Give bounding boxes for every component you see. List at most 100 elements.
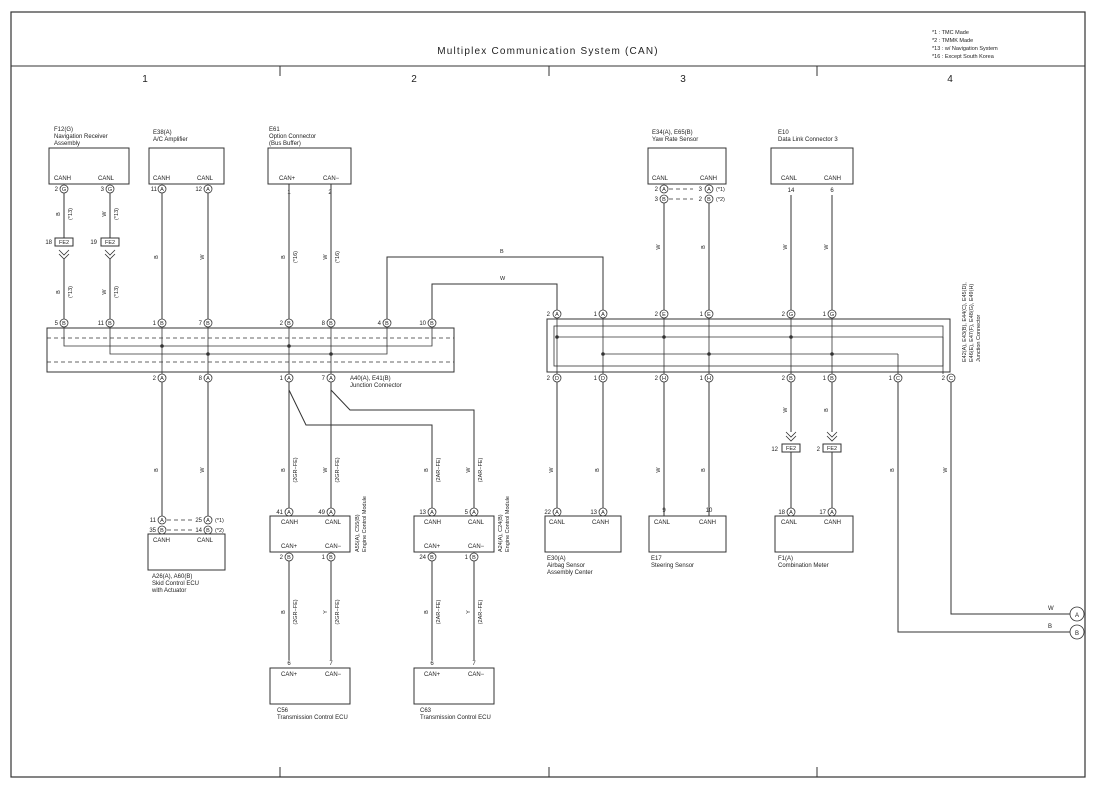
svg-text:CANH: CANH <box>824 176 841 182</box>
svg-text:A: A <box>555 510 559 516</box>
svg-text:1: 1 <box>700 312 704 318</box>
svg-text:A: A <box>789 510 793 516</box>
svg-text:2: 2 <box>782 312 786 318</box>
svg-text:A26(A), A60(B): A26(A), A60(B) <box>152 574 192 580</box>
svg-text:8: 8 <box>322 321 326 327</box>
svg-text:B: B <box>108 321 112 327</box>
svg-text:CANL: CANL <box>652 176 669 182</box>
svg-text:A: A <box>160 518 164 524</box>
svg-text:2: 2 <box>328 190 332 196</box>
svg-text:F12(G): F12(G) <box>54 127 73 133</box>
svg-text:A24(A), C24(B): A24(A), C24(B) <box>498 514 504 552</box>
svg-text:W: W <box>943 467 949 473</box>
svg-text:Junction Connector: Junction Connector <box>976 314 982 362</box>
svg-text:B: B <box>154 468 160 472</box>
svg-text:Airbag Sensor: Airbag Sensor <box>547 563 585 569</box>
svg-text:1: 1 <box>322 555 326 561</box>
svg-text:Yaw Rate Sensor: Yaw Rate Sensor <box>652 137 698 143</box>
offpage-connector-b: B B <box>1048 624 1085 640</box>
svg-text:CAN+: CAN+ <box>281 544 298 550</box>
svg-text:E10: E10 <box>778 130 789 136</box>
svg-text:A/C Amplifier: A/C Amplifier <box>153 137 188 143</box>
svg-text:W: W <box>824 244 830 250</box>
svg-text:W: W <box>466 467 472 473</box>
svg-text:CANL: CANL <box>781 176 798 182</box>
svg-text:A: A <box>662 187 666 193</box>
svg-text:B: B <box>385 321 389 327</box>
note-16: *16 : Except South Korea <box>932 54 995 60</box>
svg-text:CANH: CANH <box>281 520 298 526</box>
svg-text:A: A <box>1075 613 1079 619</box>
svg-text:CAN−: CAN− <box>325 672 342 678</box>
svg-text:1: 1 <box>153 321 157 327</box>
svg-text:W: W <box>102 289 108 295</box>
svg-text:(2AR−FE): (2AR−FE) <box>478 458 484 483</box>
svg-text:CANL: CANL <box>98 176 115 182</box>
svg-text:B: B <box>662 197 666 203</box>
junction-dots <box>160 335 834 356</box>
svg-text:E: E <box>662 312 666 318</box>
engine-control-module-a24: 13 A 5 A CANH CANL CAN+ CAN− 24 B 1 B A2… <box>413 496 511 562</box>
svg-text:(2GR−FE): (2GR−FE) <box>335 457 341 482</box>
svg-text:A: A <box>555 312 559 318</box>
svg-text:H: H <box>707 376 711 382</box>
svg-text:A: A <box>329 510 333 516</box>
svg-text:A: A <box>206 187 210 193</box>
svg-text:(*16): (*16) <box>293 251 299 263</box>
junction-connector-a40: A40(A), E41(B) Junction Connector 5 B 11… <box>46 318 455 389</box>
svg-text:CANH: CANH <box>700 176 717 182</box>
svg-text:49: 49 <box>318 510 325 516</box>
svg-text:(2AR−FE): (2AR−FE) <box>436 600 442 625</box>
svg-text:D: D <box>555 376 559 382</box>
svg-text:1: 1 <box>465 555 469 561</box>
svg-text:B: B <box>62 321 66 327</box>
svg-text:11: 11 <box>150 518 157 524</box>
svg-text:CANL: CANL <box>549 520 566 526</box>
svg-text:(*13): (*13) <box>114 208 120 220</box>
svg-text:B: B <box>56 290 62 294</box>
svg-text:B: B <box>701 245 707 249</box>
svg-text:Junction Connector: Junction Connector <box>350 383 402 389</box>
svg-text:W: W <box>323 254 329 260</box>
svg-text:(*13): (*13) <box>68 208 74 220</box>
svg-text:B: B <box>1075 631 1079 637</box>
svg-text:A: A <box>329 376 333 382</box>
svg-text:7: 7 <box>322 376 326 382</box>
svg-text:CANH: CANH <box>153 176 170 182</box>
svg-text:A: A <box>206 518 210 524</box>
note-2: *2 : TMMK Made <box>932 38 973 44</box>
svg-text:E17: E17 <box>651 556 662 562</box>
transmission-control-ecu-c56: 6 7 CAN+ CAN− C56 Transmission Control E… <box>269 661 351 721</box>
svg-text:with Actuator: with Actuator <box>151 588 186 594</box>
svg-text:CAN−: CAN− <box>323 176 340 182</box>
svg-text:CAN+: CAN+ <box>281 672 298 678</box>
svg-text:6: 6 <box>830 188 834 194</box>
svg-text:CANL: CANL <box>325 520 342 526</box>
svg-text:17: 17 <box>819 510 826 516</box>
wire-labels: B (*13) W (*13) B (*13) W (*13) B W B (*… <box>56 208 949 625</box>
svg-text:E42(A), E43(B), E44(C), E45(D): E42(A), E43(B), E44(C), E45(D), <box>962 282 968 362</box>
svg-text:B: B <box>789 376 793 382</box>
svg-text:Transmission Control ECU: Transmission Control ECU <box>277 715 348 721</box>
offpage-connector-a: A W <box>1048 606 1085 622</box>
svg-text:C: C <box>896 376 900 382</box>
svg-text:(*2): (*2) <box>215 528 224 534</box>
svg-text:G: G <box>108 187 112 193</box>
note-1: *1 : TMC Made <box>932 30 969 36</box>
svg-text:W: W <box>200 254 206 260</box>
svg-text:12: 12 <box>771 447 778 453</box>
svg-text:13: 13 <box>590 510 597 516</box>
svg-text:G: G <box>789 312 793 318</box>
svg-text:Engine Control Module: Engine Control Module <box>362 496 368 552</box>
svg-text:F1(A): F1(A) <box>778 556 793 562</box>
wires <box>63 184 1070 660</box>
svg-text:CANH: CANH <box>824 520 841 526</box>
navigation-receiver-f12: F12(G) Navigation Receiver Assembly CANH… <box>45 127 130 247</box>
svg-text:CAN+: CAN+ <box>279 176 296 182</box>
svg-text:3: 3 <box>699 187 703 193</box>
svg-text:CANH: CANH <box>153 538 170 544</box>
svg-text:4: 4 <box>378 321 382 327</box>
svg-text:14: 14 <box>195 528 202 534</box>
svg-text:B: B <box>329 321 333 327</box>
svg-text:E61: E61 <box>269 127 280 133</box>
